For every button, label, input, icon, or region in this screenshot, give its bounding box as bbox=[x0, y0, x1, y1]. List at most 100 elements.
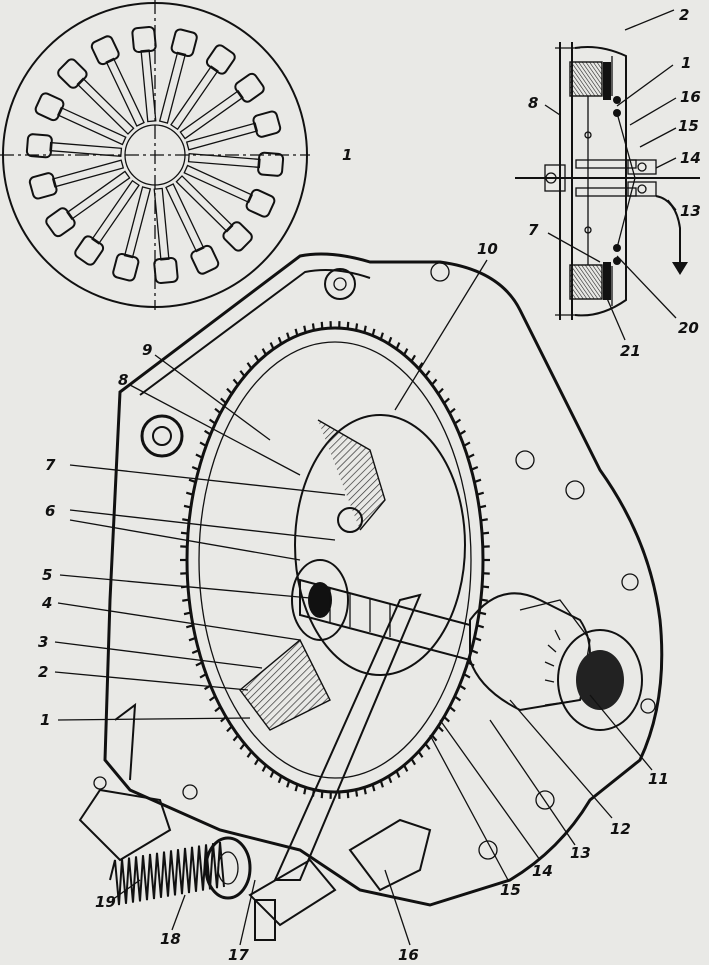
gear-tooth bbox=[208, 695, 216, 702]
gear-tooth bbox=[480, 598, 488, 602]
main-label: 5 bbox=[42, 566, 52, 584]
gear-tooth bbox=[379, 332, 384, 340]
schematic-label: 15 bbox=[678, 117, 699, 135]
main-label: 10 bbox=[477, 240, 498, 258]
gear-tooth bbox=[303, 787, 307, 795]
gear-tooth bbox=[303, 325, 307, 333]
diaphragm-finger bbox=[185, 110, 282, 151]
gear-tooth bbox=[454, 418, 462, 425]
schematic-labels: 2 1 16 15 14 13 8 7 20 21 bbox=[528, 6, 701, 360]
gear-tooth bbox=[239, 370, 246, 377]
gear-tooth bbox=[476, 491, 485, 496]
gear-tooth bbox=[417, 750, 424, 758]
gear-tooth bbox=[214, 407, 222, 414]
gear-tooth bbox=[481, 531, 490, 535]
gear-tooth bbox=[311, 323, 316, 331]
gear-tooth bbox=[443, 397, 450, 404]
gear-tooth bbox=[269, 342, 275, 350]
gear-tooth bbox=[458, 684, 466, 691]
gear-tooth bbox=[254, 758, 260, 766]
gear-tooth bbox=[474, 636, 482, 642]
diaphragm-disc-view bbox=[0, 0, 310, 310]
main-label: 14 bbox=[532, 862, 553, 880]
gear-tooth bbox=[188, 478, 196, 484]
schematic-label: 20 bbox=[678, 319, 699, 337]
gear-tooth bbox=[185, 624, 194, 629]
diaphragm-finger bbox=[153, 187, 179, 285]
gear-tooth bbox=[261, 348, 267, 356]
gear-tooth bbox=[232, 378, 239, 386]
schematic-label: 1 bbox=[681, 54, 691, 72]
diaphragm-finger bbox=[165, 183, 220, 275]
main-label: 3 bbox=[38, 633, 48, 651]
diaphragm-finger bbox=[34, 92, 127, 146]
gear-tooth bbox=[363, 325, 367, 333]
gear-tooth bbox=[443, 716, 450, 723]
gear-tooth bbox=[371, 328, 376, 336]
schematic-label: 2 bbox=[679, 6, 689, 24]
main-label: 6 bbox=[45, 502, 55, 520]
diaphragm-finger bbox=[74, 179, 140, 266]
main-label: 17 bbox=[228, 946, 249, 964]
gear-tooth bbox=[226, 725, 233, 733]
main-label: 12 bbox=[610, 820, 631, 838]
disc-labels: 1 bbox=[342, 146, 352, 164]
gear-tooth bbox=[183, 611, 192, 616]
gear-tooth bbox=[204, 429, 212, 436]
gear-tooth bbox=[470, 465, 479, 471]
diaphragm-finger bbox=[175, 175, 253, 252]
gear-tooth bbox=[185, 491, 194, 496]
gear-tooth bbox=[220, 716, 227, 723]
clutch-cutaway bbox=[54, 252, 664, 946]
gear-tooth bbox=[320, 321, 324, 329]
main-label: 19 bbox=[95, 893, 116, 911]
diaphragm-finger bbox=[179, 72, 265, 140]
gear-tooth bbox=[195, 661, 203, 667]
schematic-label: 14 bbox=[680, 149, 701, 167]
gear-tooth bbox=[286, 780, 291, 788]
main-label: 18 bbox=[160, 930, 181, 948]
gear-tooth bbox=[454, 695, 462, 702]
gear-tooth bbox=[182, 518, 190, 522]
gear-tooth bbox=[458, 429, 466, 436]
gear-tooth bbox=[476, 624, 485, 629]
diaphragm-finger bbox=[45, 170, 131, 238]
gear-tooth bbox=[180, 531, 189, 535]
gear-tooth bbox=[437, 387, 444, 395]
gear-tooth bbox=[191, 649, 200, 655]
gear-tooth bbox=[354, 323, 359, 331]
gear-tooth bbox=[363, 787, 367, 795]
gear-tooth bbox=[354, 789, 359, 797]
gear-tooth bbox=[183, 504, 192, 509]
gear-tooth bbox=[199, 673, 207, 679]
diaphragm-fingers bbox=[25, 25, 285, 285]
gear-tooth bbox=[277, 775, 283, 784]
main-label: 7 bbox=[45, 456, 56, 474]
gear-tooth bbox=[220, 397, 227, 404]
gear-tooth bbox=[199, 441, 207, 447]
gear-tooth bbox=[294, 328, 299, 336]
gear-tooth bbox=[182, 598, 190, 602]
gear-tooth bbox=[467, 453, 475, 459]
gear-tooth bbox=[448, 706, 456, 713]
diaphragm-finger bbox=[25, 133, 123, 159]
clutch-schematic bbox=[515, 9, 700, 341]
main-label: 13 bbox=[570, 844, 591, 862]
disc-label: 1 bbox=[342, 146, 352, 164]
gear-tooth bbox=[195, 453, 203, 459]
gear-tooth bbox=[346, 791, 350, 799]
diaphragm-finger bbox=[187, 151, 285, 177]
gear-tooth bbox=[269, 770, 275, 778]
gear-tooth bbox=[214, 706, 222, 713]
gear-tooth bbox=[191, 465, 200, 471]
gear-tooth bbox=[254, 354, 260, 362]
main-labels: 10 9 8 7 6 5 4 3 2 1 11 12 13 14 15 16 1… bbox=[38, 240, 669, 964]
gear-tooth bbox=[480, 518, 488, 522]
gear-tooth bbox=[232, 734, 239, 742]
gear-tooth bbox=[417, 362, 424, 370]
gear-tooth bbox=[226, 387, 233, 395]
diaphragm-finger bbox=[158, 28, 198, 124]
gear-tooth bbox=[371, 784, 376, 792]
main-label: 11 bbox=[648, 770, 669, 788]
